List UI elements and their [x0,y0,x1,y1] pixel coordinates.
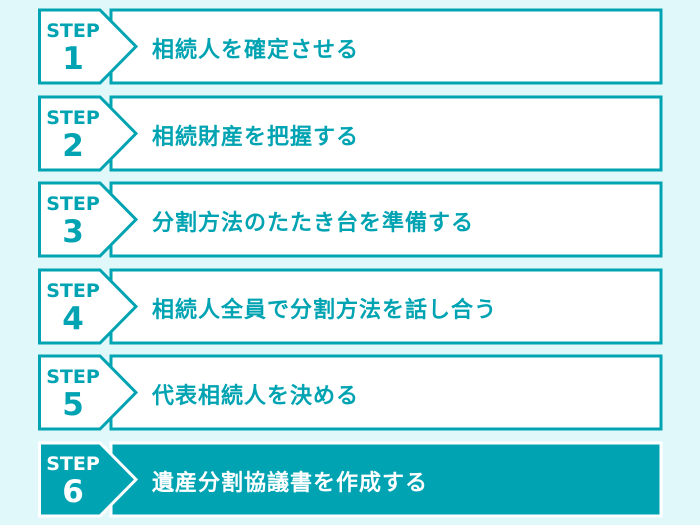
step-arrow-badge [38,95,139,172]
step-arrow-badge [38,441,139,518]
step-number: 3 [62,214,84,251]
step-title: 代表相続人を決める [152,384,360,410]
step-shape [38,268,663,345]
step-shape [38,8,663,85]
step-label: STEP [46,106,100,129]
step-arrow-badge [38,181,139,258]
step-box [109,268,663,345]
step-arrow-badge [38,354,139,431]
step-shape [38,181,663,258]
step-number: 5 [62,387,84,424]
step-number: 2 [62,127,84,164]
step-arrow-badge [38,8,139,85]
step-shape [38,441,663,518]
step-label: STEP [46,453,100,475]
step-box [109,8,663,85]
step-number: 6 [62,474,84,510]
step-label: STEP [46,20,100,42]
step-arrow-badge [38,268,139,345]
step-title: 相続人を確定させる [152,38,360,63]
step-title: 相続人全員で分割方法を話し合う [152,297,498,323]
step-label: STEP [46,193,100,216]
step-title: 分割方法のたたき台を準備する [152,211,475,237]
step-title: 相続財産を把握する [152,124,360,150]
step-shape [38,354,663,431]
step-box [109,441,663,518]
step-title: 遺産分割協議書を作成する [152,471,429,496]
step-shape [38,95,663,172]
step-label: STEP [46,279,100,302]
step-box [109,181,663,258]
step-box [109,354,663,431]
step-number: 4 [62,300,84,337]
step-label: STEP [46,366,100,389]
step-number: 1 [62,41,84,77]
